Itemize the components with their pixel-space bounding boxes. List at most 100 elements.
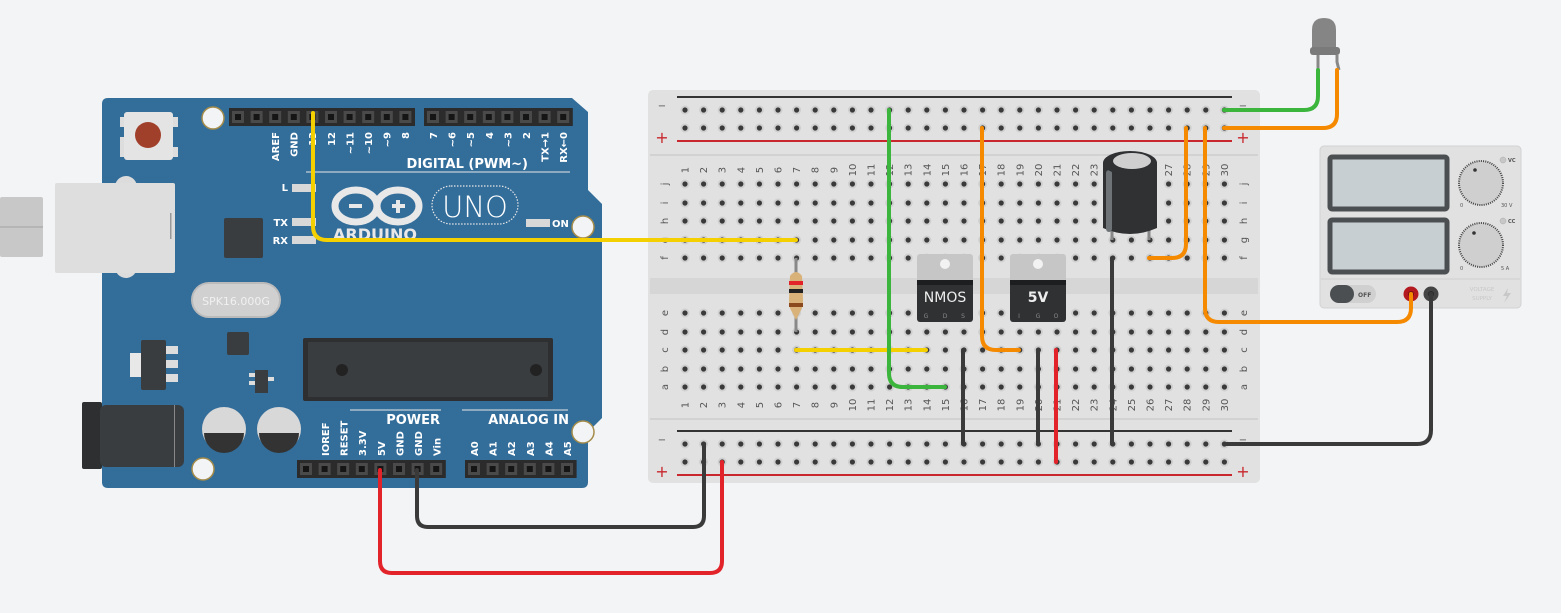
current-min-label: 0 — [1460, 266, 1463, 272]
electrolytic-capacitor[interactable] — [1103, 151, 1157, 240]
column-number: 27 — [1164, 399, 1175, 412]
wire-orange-led[interactable] — [1222, 68, 1339, 130]
capacitor — [202, 407, 246, 453]
wire-black-arduino-gnd[interactable] — [415, 442, 706, 529]
voltage-knob[interactable] — [1458, 160, 1504, 206]
digital-pin-label: 12 — [327, 132, 338, 146]
arduino-model-label: UNO — [442, 190, 508, 224]
column-number: 20 — [1034, 164, 1045, 177]
column-number: 16 — [960, 164, 971, 177]
reset-button[interactable] — [120, 112, 178, 160]
row-letter: b — [1239, 366, 1250, 372]
digital-pin-label: 8 — [401, 132, 412, 139]
wire-orange-cap-to-rail[interactable] — [1147, 126, 1188, 260]
power-pin-label: GND — [414, 431, 425, 456]
analog-pin-label: A0 — [470, 441, 481, 456]
column-number: 11 — [867, 399, 878, 412]
current-display — [1327, 217, 1450, 275]
crystal-label: SPK16.000G — [202, 295, 270, 308]
voltage-max-label: 30 V — [1501, 203, 1513, 209]
column-number: 17 — [978, 399, 989, 412]
mounting-hole — [191, 457, 215, 481]
row-letter: a — [660, 384, 671, 390]
resistor[interactable] — [789, 258, 803, 332]
analog-header-title: ANALOG IN — [488, 413, 569, 428]
column-number: 13 — [904, 399, 915, 412]
row-letter: f — [660, 256, 671, 260]
cc-indicator-icon — [1499, 217, 1507, 225]
row-letter: a — [1239, 384, 1250, 390]
column-number: 19 — [1015, 164, 1026, 177]
digital-pin-label: 2 — [522, 132, 533, 139]
mounting-hole — [571, 215, 595, 239]
wire-orange-rail-to-supply[interactable] — [1203, 126, 1413, 324]
analog-pin-label: A4 — [544, 441, 555, 456]
column-number: 5 — [755, 167, 766, 173]
row-letter: d — [660, 329, 671, 335]
column-number: 2 — [699, 167, 710, 173]
wire-green-rail-to-a15[interactable] — [887, 108, 947, 389]
power-pin-label: 5V — [377, 441, 388, 456]
voltage-min-label: 0 — [1460, 203, 1463, 209]
row-letter: e — [660, 310, 671, 316]
wire-black-rail-to-supply[interactable] — [1222, 292, 1433, 446]
rail-minus-label: − — [1239, 101, 1247, 112]
power-pin-label: Vin — [433, 438, 444, 456]
column-number: 21 — [1053, 164, 1064, 177]
rail-plus-label: + — [1236, 462, 1249, 481]
row-letter: c — [660, 347, 671, 353]
mosfet-pin-g: G — [924, 313, 929, 320]
wire-green-led[interactable] — [1222, 68, 1320, 112]
digital-pin-label: ~6 — [448, 132, 459, 147]
rail-plus-label: + — [655, 128, 668, 147]
column-number: 30 — [1220, 164, 1231, 177]
column-number: 23 — [1090, 164, 1101, 177]
regulator-pin-g: G — [1036, 313, 1041, 320]
analog-pin-label: A2 — [507, 441, 518, 456]
wire-red-arduino-5v[interactable] — [378, 460, 724, 575]
column-number: 8 — [811, 167, 822, 173]
power-supply[interactable]: VC CC 0 30 V 0 5 A OFF VOLTAGE SUPPLY — [1319, 145, 1522, 309]
digital-header-title: DIGITAL (PWM~) — [407, 157, 528, 172]
nmos-transistor[interactable]: NMOS G D S — [917, 254, 973, 322]
arduino-uno-board[interactable]: SPK16.000G — [55, 98, 602, 488]
row-letter: j — [1239, 183, 1250, 187]
wire-yellow-pin13-to-g7[interactable] — [311, 111, 798, 242]
brand-line-1: VOLTAGE — [1470, 287, 1495, 293]
vc-indicator-icon — [1499, 156, 1507, 164]
column-number: 6 — [774, 402, 785, 408]
power-switch[interactable]: OFF — [1330, 285, 1376, 303]
voltage-regulator-5v[interactable]: 5V I G O — [1010, 254, 1066, 322]
column-number: 1 — [681, 167, 692, 173]
regulator-pin-i: I — [1018, 313, 1020, 320]
column-number: 10 — [848, 164, 859, 177]
power-header — [297, 460, 446, 478]
row-letter: h — [1239, 218, 1250, 224]
cc-label: CC — [1508, 219, 1516, 225]
column-number: 8 — [811, 402, 822, 408]
row-letter: d — [1239, 329, 1250, 335]
analog-pin-label: A3 — [526, 441, 537, 456]
current-knob[interactable] — [1458, 222, 1504, 268]
mounting-hole — [201, 106, 225, 130]
led[interactable] — [1310, 18, 1341, 72]
column-number: 15 — [941, 399, 952, 412]
usb-chip — [224, 218, 263, 258]
column-number: 28 — [1183, 399, 1194, 412]
usb-connector — [0, 197, 43, 257]
switch-label: OFF — [1358, 292, 1371, 299]
column-number: 5 — [755, 402, 766, 408]
digital-pin-label: GND — [290, 132, 301, 157]
wire-orange-rail-to-c19[interactable] — [980, 126, 1021, 352]
usb-port — [55, 176, 175, 278]
digital-pin-label: ~5 — [466, 132, 477, 147]
row-letter: h — [660, 218, 671, 224]
digital-header-right — [424, 108, 573, 126]
mosfet-label: NMOS — [924, 290, 967, 306]
voltage-display — [1327, 154, 1450, 212]
column-number: 6 — [774, 167, 785, 173]
column-number: 22 — [1071, 399, 1082, 412]
column-number: 4 — [736, 402, 747, 408]
lightning-icon — [1503, 288, 1511, 303]
